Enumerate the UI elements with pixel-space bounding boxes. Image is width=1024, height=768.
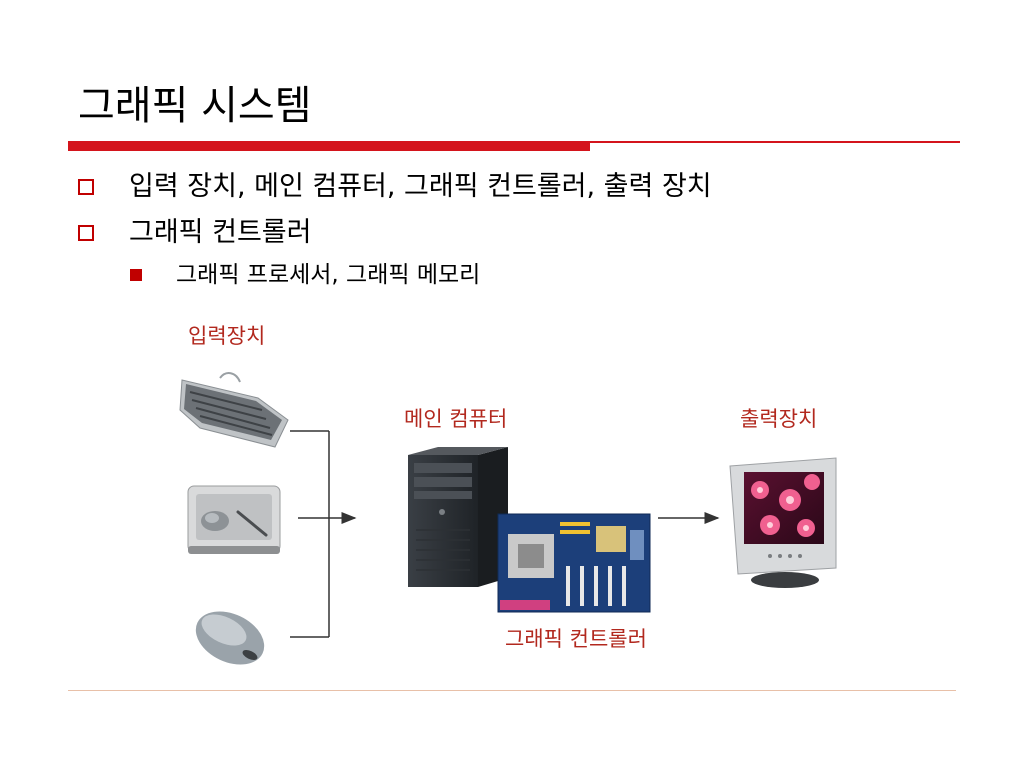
bullet-item: 그래픽 컨트롤러 bbox=[78, 215, 311, 251]
output-devices-label: 출력장치 bbox=[740, 407, 818, 431]
graphics-controller-label: 그래픽 컨트롤러 bbox=[505, 627, 647, 651]
bullet-text: 그래픽 컨트롤러 bbox=[129, 217, 312, 248]
title-rule-thick bbox=[68, 141, 590, 151]
crt-monitor-icon bbox=[729, 457, 837, 588]
bullet-text: 입력 장치, 메인 컴퓨터, 그래픽 컨트롤러, 출력 장치 bbox=[129, 171, 712, 202]
sub-bullet-text: 그래픽 프로세서, 그래픽 메모리 bbox=[176, 262, 481, 288]
computer-tower-icon bbox=[408, 447, 508, 587]
bullet-item: 입력 장치, 메인 컴퓨터, 그래픽 컨트롤러, 출력 장치 bbox=[78, 169, 712, 205]
hollow-square-bullet-icon bbox=[78, 225, 94, 241]
input-connector-lines bbox=[290, 430, 330, 638]
input-devices-label: 입력장치 bbox=[188, 324, 266, 348]
main-computer-label: 메인 컴퓨터 bbox=[404, 407, 508, 431]
title-rule-thin bbox=[590, 141, 960, 143]
sub-bullet-item: 그래픽 프로세서, 그래픽 메모리 bbox=[130, 260, 480, 290]
slide-title: 그래픽 시스템 bbox=[78, 83, 312, 129]
motherboard-icon bbox=[497, 513, 651, 613]
keyboard-icon bbox=[179, 372, 289, 448]
hollow-square-bullet-icon bbox=[78, 179, 94, 195]
graphics-tablet-icon bbox=[187, 485, 281, 554]
mouse-icon bbox=[195, 611, 265, 665]
filled-square-bullet-icon bbox=[130, 269, 142, 281]
footer-rule bbox=[68, 690, 956, 691]
